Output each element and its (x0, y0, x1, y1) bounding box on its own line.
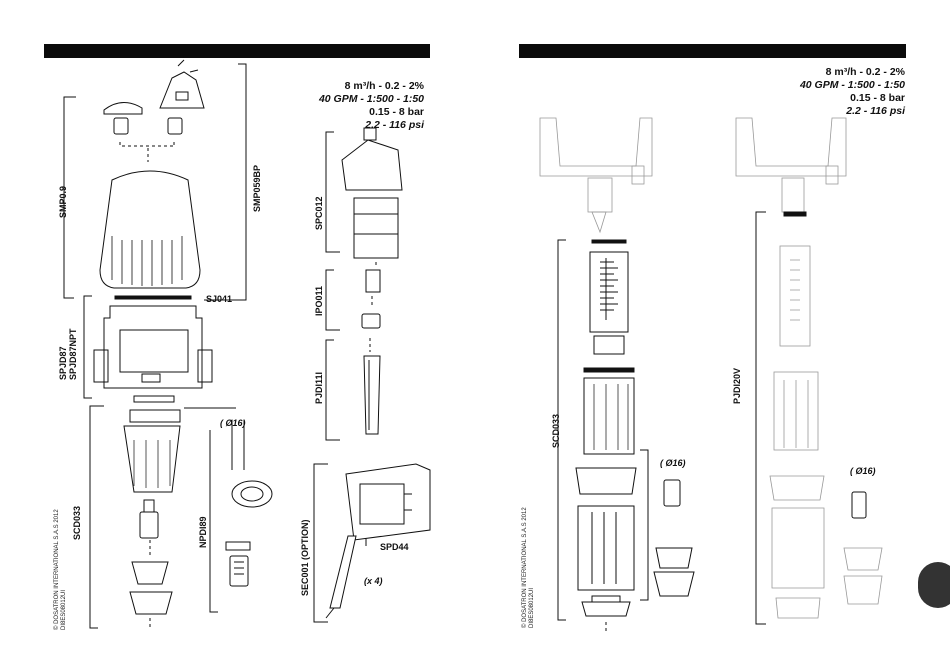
label-phi: ( Ø16) (660, 458, 686, 468)
spec-ratio: 40 GPM - 1:500 - 1:50 (799, 79, 905, 91)
label-smp: SMP0.9 (58, 185, 68, 218)
left-spec-block: 8 m³/h - 0.2 - 2% 40 GPM - 1:500 - 1:50 … (300, 80, 424, 132)
page-edge-tab (918, 562, 950, 608)
right-page: 8 m³/h - 0.2 - 2% 40 GPM - 1:500 - 1:50 … (475, 0, 950, 672)
nut-icon (655, 547, 693, 569)
label-sec: SEC001 (OPTION) (300, 519, 310, 596)
label-spjd87: SPJD87 (58, 346, 68, 380)
right-copyright: © DOSATRON INTERNATIONAL S.A.S 2012 DI8E… (522, 507, 535, 628)
label-pjd: PJDI20V (732, 367, 742, 404)
injector-body-icon (123, 425, 181, 493)
protection-case-icon (345, 463, 431, 541)
piston-rod-icon (363, 355, 381, 435)
label-smpbp: SMP059BP (252, 164, 262, 212)
left-header-bar (44, 44, 430, 58)
spec-psi: 2.2 - 116 psi (365, 119, 424, 131)
cylinder-sleeve-icon (583, 377, 635, 455)
strainer-icon (229, 555, 249, 587)
right-header-bar (519, 44, 906, 58)
nut-icon (129, 591, 173, 615)
label-spjd87npt: SPJD87NPT (68, 328, 78, 380)
bypass-valve-icon (159, 71, 205, 109)
bell-housing-icon (99, 170, 201, 289)
label-spd44: SPD44 (380, 542, 409, 552)
spec-bar: 0.15 - 8 bar (850, 92, 905, 104)
spec-ratio: 40 GPM - 1:500 - 1:50 (318, 93, 424, 105)
injector-sleeve-icon (577, 505, 635, 591)
label-phi: ( Ø16) (220, 418, 246, 428)
label-scd033: SCD033 (72, 505, 82, 540)
check-valve-icon (851, 491, 867, 519)
spec-flow: 8 m³/h - 0.2 - 2% (344, 80, 424, 92)
label-pjd: PJDI11I (314, 371, 324, 404)
spec-flow: 8 m³/h - 0.2 - 2% (825, 66, 905, 78)
check-valve-icon (663, 479, 681, 507)
label-sj041: SJ041 (206, 294, 233, 304)
dosing-cylinder-icon (353, 197, 399, 259)
label-npd: NPDI89 (198, 516, 208, 548)
label-ipo: IPO011 (314, 285, 324, 316)
plunger-icon (365, 269, 381, 293)
nut-icon (131, 561, 169, 585)
label-phi: ( Ø16) (850, 466, 876, 476)
cap-left-icon (103, 102, 143, 115)
dosing-head-icon (341, 139, 403, 191)
left-copyright: © DOSATRON INTERNATIONAL S.A.S 2012 DI8E… (54, 509, 67, 630)
check-valve-icon (139, 511, 159, 539)
label-spc: SPC012 (314, 196, 324, 230)
wall-bracket-icon (329, 535, 357, 609)
motor-body-icon (103, 305, 203, 389)
spec-bar: 0.15 - 8 bar (369, 106, 424, 118)
left-page: 8 m³/h - 0.2 - 2% 40 GPM - 1:500 - 1:50 … (44, 44, 430, 132)
nut-icon (575, 467, 637, 495)
nut-icon (653, 571, 695, 597)
label-x4: (x 4) (364, 576, 383, 586)
label-scd033: SCD033 (551, 413, 561, 448)
spec-psi: 2.2 - 116 psi (846, 105, 905, 117)
right-spec-block: 8 m³/h - 0.2 - 2% 40 GPM - 1:500 - 1:50 … (775, 66, 905, 118)
